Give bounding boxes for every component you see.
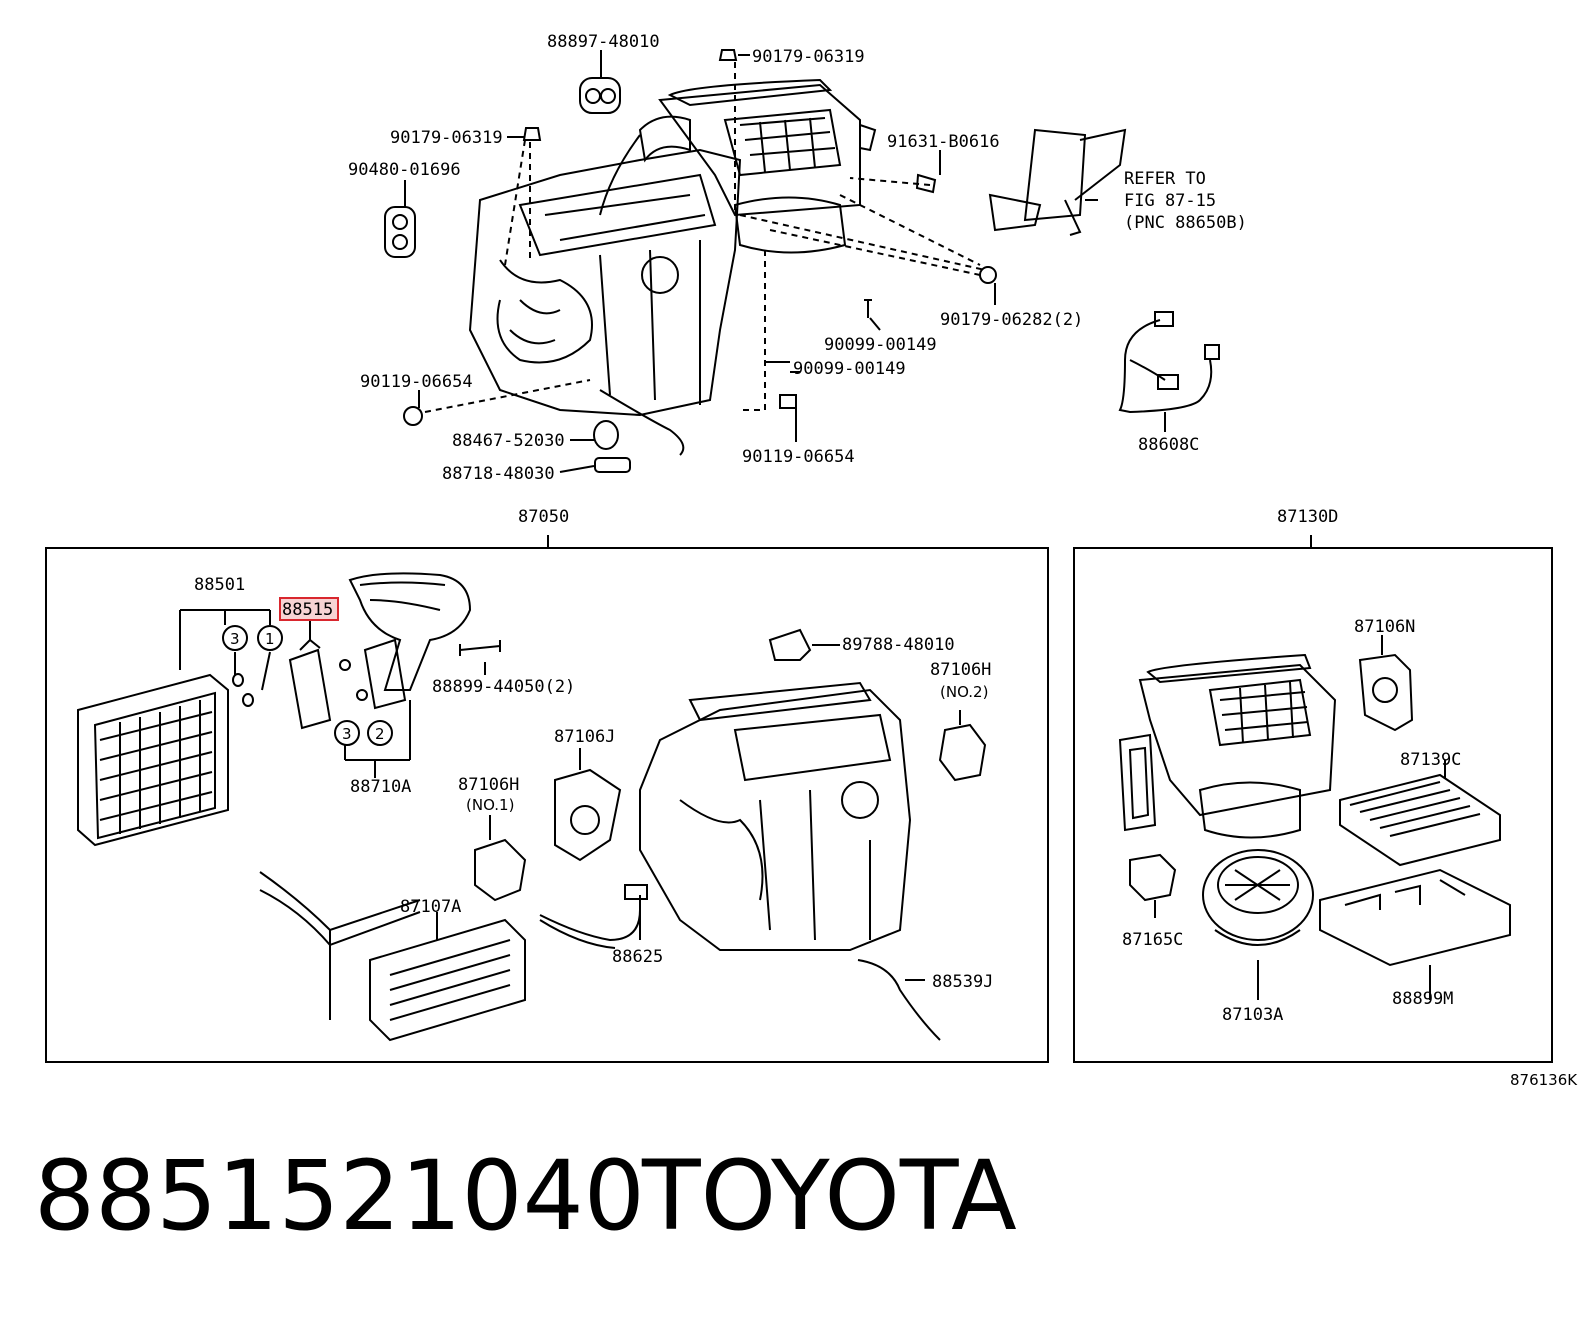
- group-box-87130d: [1073, 547, 1553, 1063]
- label-88467-52030: 88467-52030: [452, 431, 565, 451]
- label-87165c: 87165C: [1122, 930, 1183, 950]
- label-89788-48010: 89788-48010: [842, 635, 955, 655]
- label-90119-06654-right: 90119-06654: [742, 447, 855, 467]
- label-87103a: 87103A: [1222, 1005, 1283, 1025]
- right-box-parts: [1118, 635, 1511, 1000]
- label-90179-06282: 90179-06282(2): [940, 310, 1083, 330]
- label-88899-44050: 88899-44050(2): [432, 677, 575, 697]
- highlight-88515: [279, 597, 339, 621]
- label-90179-06319-top: 90179-06319: [752, 47, 865, 67]
- top-labels: 88897-48010 90179-06319 90179-06319 9163…: [348, 32, 1247, 484]
- part-number-caption: 8851521040: [34, 1140, 645, 1252]
- label-87139c: 87139C: [1400, 750, 1461, 770]
- circle-label-2: 2: [375, 725, 385, 743]
- label-no1: (NO.1): [466, 796, 514, 814]
- label-88897-48010: 88897-48010: [547, 32, 660, 52]
- label-88899m: 88899M: [1392, 989, 1453, 1009]
- circle-label-3b: 3: [342, 725, 352, 743]
- label-87106h-no2: 87106H: [930, 660, 991, 680]
- label-90480-01696: 90480-01696: [348, 160, 461, 180]
- label-90119-06654-left: 90119-06654: [360, 372, 473, 392]
- label-88625: 88625: [612, 947, 663, 967]
- right-box-labels: 87130D 87106N 87139C 87165C 87103A 88899…: [1122, 507, 1461, 1025]
- label-87106n: 87106N: [1354, 617, 1415, 637]
- leader-lines-top: [404, 50, 1166, 473]
- label-no2: (NO.2): [940, 683, 988, 701]
- label-88608c: 88608C: [1138, 435, 1199, 455]
- label-90179-06319-left: 90179-06319: [390, 128, 503, 148]
- circle-label-1: 1: [265, 630, 275, 648]
- label-87050: 87050: [518, 507, 569, 527]
- circle-label-3a: 3: [230, 630, 240, 648]
- label-refer-to: REFER TO: [1124, 169, 1206, 189]
- label-88539j: 88539J: [932, 972, 993, 992]
- label-88710a: 88710A: [350, 777, 411, 797]
- label-87130d: 87130D: [1277, 507, 1338, 527]
- hvac-assembly-top: [384, 49, 1220, 473]
- left-box-parts: [77, 572, 987, 1042]
- label-pnc-88650b: (PNC 88650B): [1124, 213, 1247, 233]
- label-fig-87-15: FIG 87-15: [1124, 191, 1216, 211]
- label-88718-48030: 88718-48030: [442, 464, 555, 484]
- figure-code: 876136K: [1510, 1071, 1578, 1089]
- label-90099-00149-a: 90099-00149: [824, 335, 937, 355]
- label-87106j: 87106J: [554, 727, 615, 747]
- left-box-labels: 87050 88501 88515 3 1 3 2 88710A 88899-4…: [194, 507, 993, 992]
- label-87107a: 87107A: [400, 897, 461, 917]
- brand-caption: TOYOTA: [642, 1140, 1017, 1252]
- label-88515: 88515: [282, 600, 333, 620]
- label-90099-00149-b: 90099-00149: [793, 359, 906, 379]
- label-88501: 88501: [194, 575, 245, 595]
- label-87106h-no1: 87106H: [458, 775, 519, 795]
- label-91631-b0616: 91631-B0616: [887, 132, 1000, 152]
